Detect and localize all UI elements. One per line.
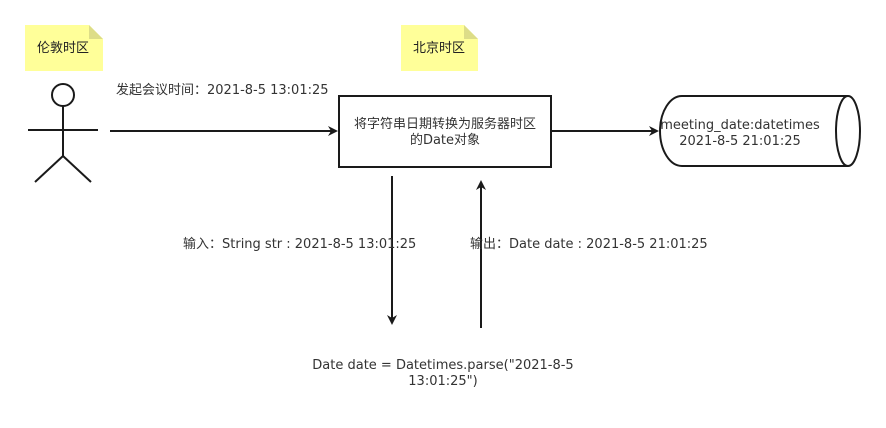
database-cylinder bbox=[659, 95, 861, 167]
note-beijing-label: 北京时区 bbox=[413, 41, 466, 56]
process-label-line2: 的Date对象 bbox=[409, 133, 481, 148]
input-label: 输入：String str : 2021-8-5 13:01:25 bbox=[183, 237, 417, 252]
process-box bbox=[338, 95, 552, 168]
note-london-label: 伦敦时区 bbox=[37, 41, 90, 56]
note-london bbox=[25, 25, 103, 71]
output-label: 输出：Date date : 2021-8-5 21:01:25 bbox=[470, 237, 708, 252]
database-label-line1: meeting_date:datetimes bbox=[660, 118, 820, 133]
process-label-line1: 将字符串日期转换为服务器时区 bbox=[353, 117, 536, 132]
database-label: meeting_date:datetimes 2021-8-5 21:01:25 bbox=[660, 118, 820, 150]
parse-label: Date date = Datetimes.parse("2021-8-5 13… bbox=[300, 358, 586, 390]
note-beijing bbox=[401, 25, 478, 71]
database-label-line2: 2021-8-5 21:01:25 bbox=[679, 134, 801, 149]
parse-label-line2: 13:01:25") bbox=[408, 374, 478, 389]
actor-user-icon bbox=[28, 83, 98, 183]
parse-label-line1: Date date = Datetimes.parse("2021-8-5 bbox=[312, 358, 574, 373]
process-label: 将字符串日期转换为服务器时区 的Date对象 bbox=[339, 117, 551, 149]
initiate-time-label: 发起会议时间：2021-8-5 13:01:25 bbox=[116, 83, 329, 98]
